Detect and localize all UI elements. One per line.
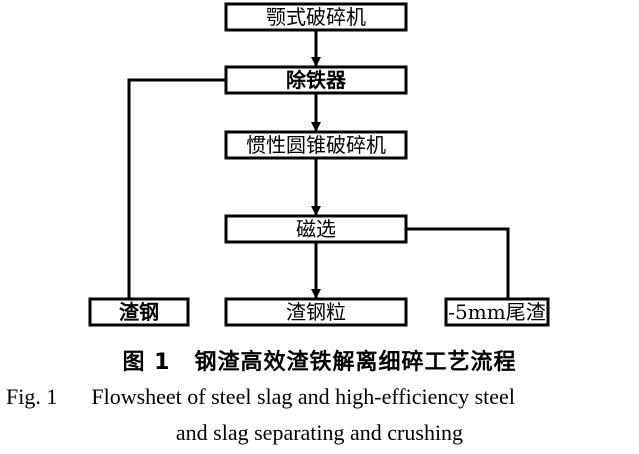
- node-cone-crusher-label: 惯性圆锥破碎机: [246, 133, 386, 157]
- node-slag-steel-label: 渣钢: [119, 300, 159, 324]
- node-magnetic-separation-label: 磁选: [296, 217, 336, 241]
- caption-cn-figure-number: 图 1: [122, 350, 171, 375]
- caption-en-title-line1: Flowsheet of steel slag and high-efficie…: [91, 384, 515, 409]
- node-slag-steel-grain-label: 渣钢粒: [286, 300, 346, 324]
- node-slag-steel: 渣钢: [88, 297, 190, 327]
- node-slag-steel-grain: 渣钢粒: [224, 297, 408, 327]
- caption-cn-title: 钢渣高效渣铁解离细碎工艺流程: [194, 350, 517, 375]
- caption-en-figure-number: Fig. 1: [6, 384, 58, 409]
- line-magnetic-to-tailings: [406, 227, 510, 299]
- node-jaw-crusher: 颚式破碎机: [224, 2, 408, 32]
- caption-chinese: 图 1 钢渣高效渣铁解离细碎工艺流程: [0, 344, 639, 376]
- line-iron-to-slag-steel: [127, 78, 226, 299]
- node-magnetic-separation: 磁选: [224, 214, 408, 244]
- node-cone-crusher: 惯性圆锥破碎机: [224, 130, 408, 160]
- caption-english-line1: Fig. 1 Flowsheet of steel slag and high-e…: [6, 384, 636, 410]
- node-tailings-label: -5mm尾渣: [448, 300, 545, 324]
- node-iron-remover: 除铁器: [224, 65, 408, 95]
- node-jaw-crusher-label: 颚式破碎机: [266, 5, 366, 29]
- node-iron-remover-label: 除铁器: [286, 68, 347, 92]
- flowchart: 颚式破碎机 除铁器 惯性圆锥破碎机 磁选 渣钢 渣钢粒 -5mm尾渣: [88, 2, 550, 327]
- node-tailings: -5mm尾渣: [444, 297, 550, 327]
- caption-english-line2: and slag separating and crushing: [175, 420, 464, 445]
